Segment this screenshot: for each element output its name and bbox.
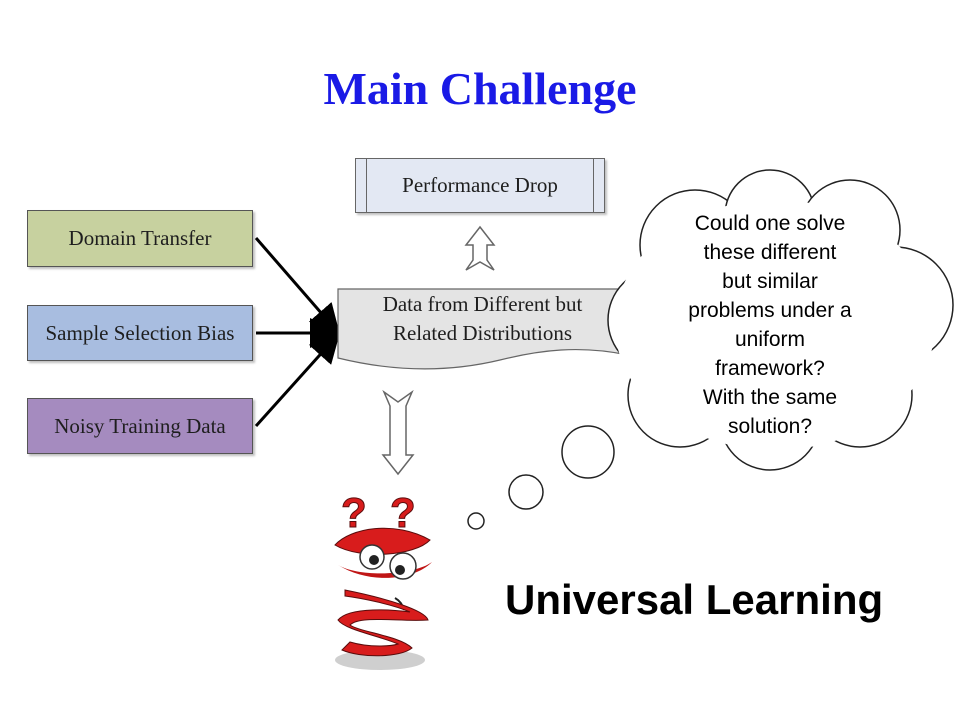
thought-cloud-text: Could one solve these different but simi… [655, 209, 885, 441]
cloud-line: With the same [702, 386, 838, 409]
cloud-line: framework? [715, 357, 825, 380]
cloud-line: problems under a [688, 299, 852, 322]
box-left-bar [366, 159, 367, 212]
cloud-line: Could one solve [694, 212, 846, 235]
document-line-1: Data from Different but [382, 292, 583, 316]
noisy-training-data-box: Noisy Training Data [27, 398, 253, 454]
cloud-line: but similar [722, 270, 818, 293]
document-line-2: Related Distributions [392, 321, 573, 345]
cloud-line: these different [703, 241, 837, 264]
cloud-line: solution? [727, 415, 813, 438]
arrow-down-hollow-icon [381, 389, 415, 476]
performance-drop-box: Performance Drop [355, 158, 605, 213]
confused-character-icon: ? ? [334, 489, 432, 670]
domain-transfer-box: Domain Transfer [27, 210, 253, 267]
question-mark-left: ? [341, 489, 367, 536]
slide-title: Main Challenge [323, 63, 637, 114]
arrow-up-hollow-icon [464, 225, 496, 271]
connector-noisy-data [254, 332, 341, 428]
universal-learning-caption: Universal Learning [505, 576, 884, 623]
performance-drop-label: Performance Drop [402, 173, 558, 197]
sample-selection-bias-box: Sample Selection Bias [27, 305, 253, 361]
thought-cloud-icon [607, 169, 954, 471]
data-document-shape [337, 288, 629, 370]
cloud-line: uniform [734, 328, 806, 351]
thought-bubbles [467, 425, 615, 530]
data-document-label: Data from Different but Related Distribu… [340, 290, 625, 348]
connector-domain-transfer [254, 237, 340, 335]
box-right-bar [593, 159, 594, 212]
